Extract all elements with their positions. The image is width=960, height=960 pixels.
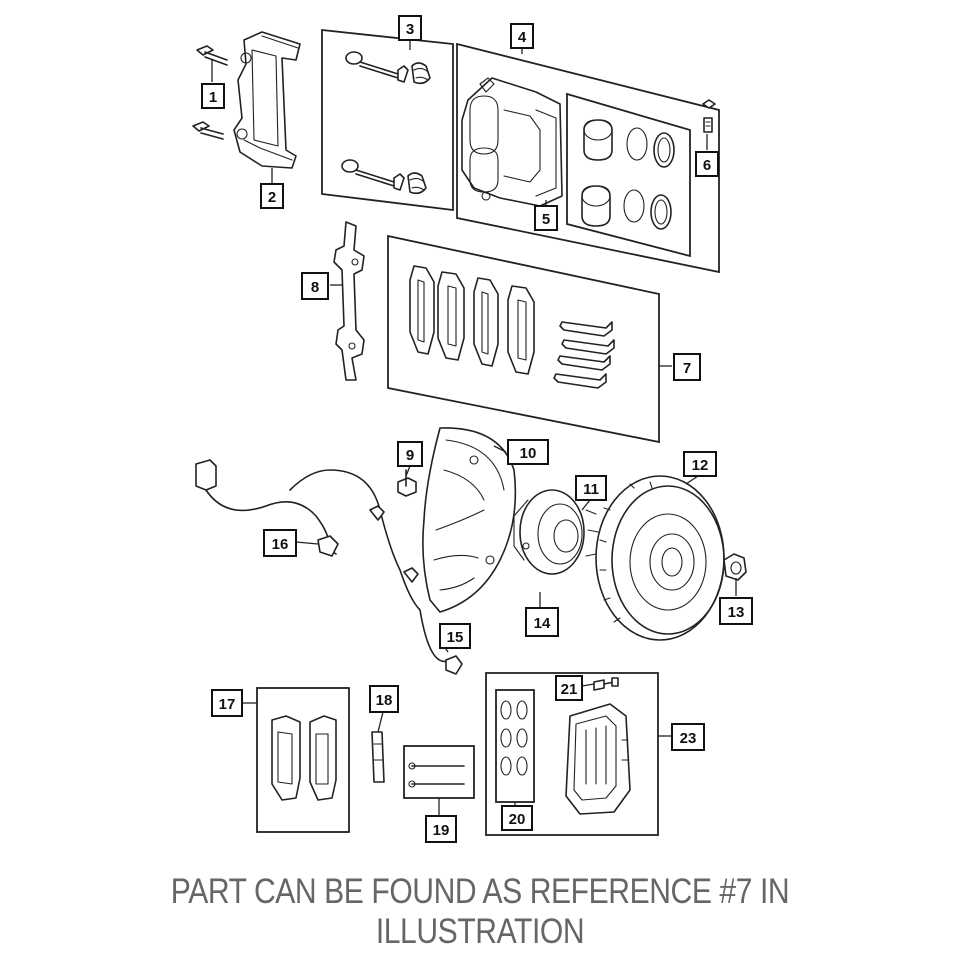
part-caliper-bracket <box>233 31 301 169</box>
group-pad-set <box>256 687 350 833</box>
svg-text:20: 20 <box>509 811 526 828</box>
callout-8: 8 <box>301 272 329 300</box>
callout-1: 1 <box>201 83 225 109</box>
svg-text:13: 13 <box>728 604 745 621</box>
group-pad-inserts <box>495 689 535 803</box>
svg-text:14: 14 <box>534 615 551 632</box>
part-splash-shield <box>422 427 517 613</box>
part-bleeder <box>702 99 716 133</box>
callout-23: 23 <box>671 723 705 751</box>
callout-17: 17 <box>211 689 243 717</box>
callout-4: 4 <box>510 23 534 49</box>
part-shield-bolt <box>397 469 417 497</box>
svg-text:12: 12 <box>692 457 709 474</box>
svg-text:8: 8 <box>311 279 319 296</box>
svg-text:11: 11 <box>583 481 599 498</box>
callout-labels: 1 2 3 4 5 6 7 8 9 10 11 12 13 14 15 16 1… <box>201 15 753 843</box>
callout-5: 5 <box>534 205 558 231</box>
part-brake-rotor <box>595 475 725 641</box>
group-pistons-seals <box>566 92 691 258</box>
callout-21: 21 <box>555 675 583 701</box>
group-brake-pad-kit <box>387 234 660 444</box>
callout-15: 15 <box>439 623 471 649</box>
callout-2: 2 <box>260 183 284 209</box>
group-pins <box>403 745 475 799</box>
callout-13: 13 <box>719 597 753 625</box>
callout-6: 6 <box>695 151 719 177</box>
svg-text:19: 19 <box>433 822 450 839</box>
svg-text:15: 15 <box>447 629 464 646</box>
callout-12: 12 <box>683 451 717 477</box>
part-anti-rattle-clip <box>333 221 365 381</box>
svg-text:5: 5 <box>542 211 550 228</box>
group-guide-pins <box>321 28 454 212</box>
svg-text:16: 16 <box>272 536 289 553</box>
callout-7: 7 <box>673 353 701 381</box>
group-caliper-kit <box>485 672 659 836</box>
svg-text:4: 4 <box>518 29 527 46</box>
svg-text:3: 3 <box>406 21 414 38</box>
callout-19: 19 <box>425 815 457 843</box>
svg-text:7: 7 <box>683 360 691 377</box>
callout-18: 18 <box>369 685 399 713</box>
svg-text:17: 17 <box>219 696 236 713</box>
callout-9: 9 <box>397 441 423 467</box>
svg-text:1: 1 <box>209 89 217 106</box>
callout-16: 16 <box>263 529 297 557</box>
part-bolts <box>192 45 228 140</box>
leader-lines <box>211 41 737 816</box>
svg-text:6: 6 <box>703 157 711 174</box>
part-wheel-hub <box>513 489 599 575</box>
svg-text:9: 9 <box>406 447 414 464</box>
callout-11: 11 <box>575 475 607 501</box>
callout-14: 14 <box>525 607 559 637</box>
svg-text:10: 10 <box>520 445 537 462</box>
svg-text:2: 2 <box>268 189 276 206</box>
callout-10: 10 <box>507 439 549 465</box>
callout-20: 20 <box>501 805 533 831</box>
part-wear-sensor <box>371 731 385 783</box>
svg-text:23: 23 <box>680 730 697 747</box>
reference-caption: PART CAN BE FOUND AS REFERENCE #7 IN ILL… <box>170 872 790 951</box>
callout-3: 3 <box>398 15 422 41</box>
part-hub-nut <box>723 553 747 581</box>
part-bleeder-screw <box>593 677 619 691</box>
svg-text:18: 18 <box>376 692 393 709</box>
part-speed-sensor-harness <box>195 459 463 675</box>
svg-text:21: 21 <box>561 681 578 698</box>
group-caliper-assembly <box>456 42 720 274</box>
